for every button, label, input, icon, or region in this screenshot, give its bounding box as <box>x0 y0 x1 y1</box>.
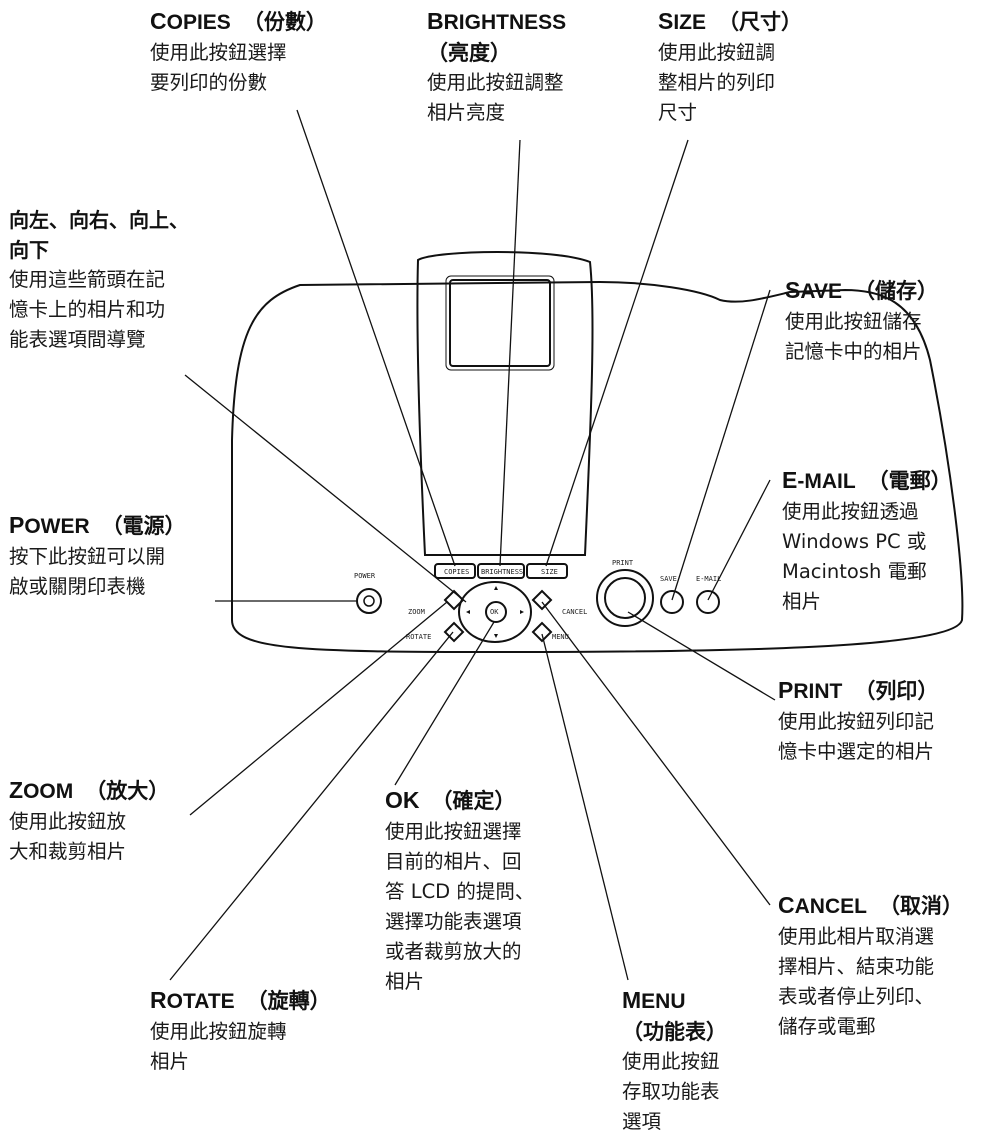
callout-title-zh: （亮度） <box>427 41 511 65</box>
callout-rotate: ROTATE（旋轉） 使用此按鈕旋轉 相片 <box>150 985 331 1077</box>
leader-size <box>545 139 689 567</box>
device-label-cancel: CANCEL <box>562 608 587 616</box>
leader-save <box>671 289 771 601</box>
callout-desc: 使用此按鈕選擇 目前的相片、回 答 LCD 的提問、 選擇功能表選項 或者裁剪放… <box>385 820 535 993</box>
callout-title: OK（確定） <box>385 787 516 813</box>
device-label-print: PRINT <box>612 559 634 567</box>
callout-size: SIZE（尺寸） 使用此按鈕調 整相片的列印 尺寸 <box>658 6 802 128</box>
device-label-save: SAVE <box>660 575 677 583</box>
device-label-rotate: ROTATE <box>406 633 431 641</box>
device-label-brightness: BRIGHTNESS <box>481 568 523 576</box>
callout-desc: 使用此按鈕列印記 憶卡中選定的相片 <box>778 710 935 763</box>
device-label-zoom: ZOOM <box>408 608 425 616</box>
email-button-shape <box>696 590 720 614</box>
cancel-button-shape <box>531 589 553 611</box>
printer-base <box>231 280 964 654</box>
leader-cancel <box>541 601 771 906</box>
leader-rotate <box>169 631 454 981</box>
save-button-shape <box>660 590 684 614</box>
callout-save: SAVE（儲存） 使用此按鈕儲存 記憶卡中的相片 <box>785 275 938 367</box>
callout-email: E-MAIL（電郵） 使用此按鈕透過 Windows PC 或 Macintos… <box>782 465 952 617</box>
lcd-inner <box>445 275 555 371</box>
copies-button-shape <box>434 563 476 579</box>
callout-desc: 使用這些箭頭在記 憶卡上的相片和功 能表選項間導覽 <box>9 268 166 351</box>
callout-title: CANCEL（取消） <box>778 892 963 918</box>
callout-title: ZOOM（放大） <box>9 777 170 803</box>
device-label-menu: MENU <box>552 633 569 641</box>
callout-title: MENU <box>622 987 686 1013</box>
callout-copies: COPIES（份數） 使用此按鈕選擇 要列印的份數 <box>150 6 327 98</box>
device-label-power: POWER <box>354 572 376 580</box>
callout-arrows: 向左、向右、向上、 向下 使用這些箭頭在記 憶卡上的相片和功 能表選項間導覽 <box>9 205 189 355</box>
callout-cancel: CANCEL（取消） 使用此相片取消選 擇相片、結束功能 表或者停止列印、 儲存… <box>778 890 963 1042</box>
callout-power: POWER（電源） 按下此按鈕可以開 啟或關閉印表機 <box>9 510 186 602</box>
rotate-button-shape <box>443 621 465 643</box>
callout-desc: 使用此按鈕放 大和裁剪相片 <box>9 810 127 863</box>
leader-zoom <box>189 601 448 816</box>
menu-button-shape <box>531 621 553 643</box>
leader-copies <box>296 109 456 567</box>
callout-brightness: BRIGHTNESS （亮度） 使用此按鈕調整 相片亮度 <box>427 6 566 128</box>
printer-diagram: POWER ZOOM ROTATE COPIES BRIGHTNESS SIZE… <box>169 109 964 981</box>
device-label-email: E-MAIL <box>696 575 721 583</box>
callout-print: PRINT（列印） 使用此按鈕列印記 憶卡中選定的相片 <box>778 675 938 767</box>
callout-desc: 按下此按鈕可以開 啟或關閉印表機 <box>9 545 166 598</box>
leader-brightness <box>499 139 521 567</box>
callout-desc: 使用此按鈕調 整相片的列印 尺寸 <box>658 41 776 124</box>
leader-print <box>627 611 776 701</box>
callout-title: BRIGHTNESS <box>427 8 567 34</box>
callout-zoom: ZOOM（放大） 使用此按鈕放 大和裁剪相片 <box>9 775 169 867</box>
callout-ok: OK（確定） 使用此按鈕選擇 目前的相片、回 答 LCD 的提問、 選擇功能表選… <box>385 785 534 997</box>
lcd-housing <box>416 251 594 556</box>
callout-menu: MENU （功能表） 使用此按鈕 存取功能表 選項 <box>622 985 727 1137</box>
callout-desc: 使用此按鈕透過 Windows PC 或 Macintosh 電郵 相片 <box>782 500 927 613</box>
lcd-screen <box>449 279 551 367</box>
callout-desc: 使用此按鈕儲存 記憶卡中的相片 <box>785 310 922 363</box>
leader-ok <box>394 621 495 786</box>
callout-title-zh: （功能表） <box>622 1020 727 1044</box>
callout-title: PRINT（列印） <box>778 677 939 703</box>
callout-desc: 使用此按鈕選擇 要列印的份數 <box>150 41 287 94</box>
callout-title: SAVE（儲存） <box>785 277 938 303</box>
callout-title: POWER（電源） <box>9 512 186 538</box>
callout-title: SIZE（尺寸） <box>658 8 803 34</box>
callout-desc: 使用此按鈕調整 相片亮度 <box>427 71 564 124</box>
device-label-ok: OK <box>490 608 499 616</box>
print-button-shape <box>596 569 654 627</box>
callout-title: 向左、向右、向上、 向下 <box>9 208 189 262</box>
callout-title: E-MAIL（電郵） <box>782 467 952 493</box>
device-label-size: SIZE <box>541 568 558 576</box>
leader-email <box>707 479 771 601</box>
ok-button-shape <box>485 601 507 623</box>
callout-title: ROTATE（旋轉） <box>150 987 331 1013</box>
leader-arrows <box>184 374 467 603</box>
leader-menu <box>541 633 629 981</box>
callout-desc: 使用此按鈕 存取功能表 選項 <box>622 1050 720 1133</box>
brightness-button-shape <box>477 563 525 579</box>
callout-title: COPIES（份數） <box>150 8 327 34</box>
callout-desc: 使用此相片取消選 擇相片、結束功能 表或者停止列印、 儲存或電郵 <box>778 925 935 1038</box>
callout-desc: 使用此按鈕旋轉 相片 <box>150 1020 287 1073</box>
power-button-shape <box>356 588 382 614</box>
nav-ring <box>458 581 532 643</box>
device-label-copies: COPIES <box>444 568 469 576</box>
